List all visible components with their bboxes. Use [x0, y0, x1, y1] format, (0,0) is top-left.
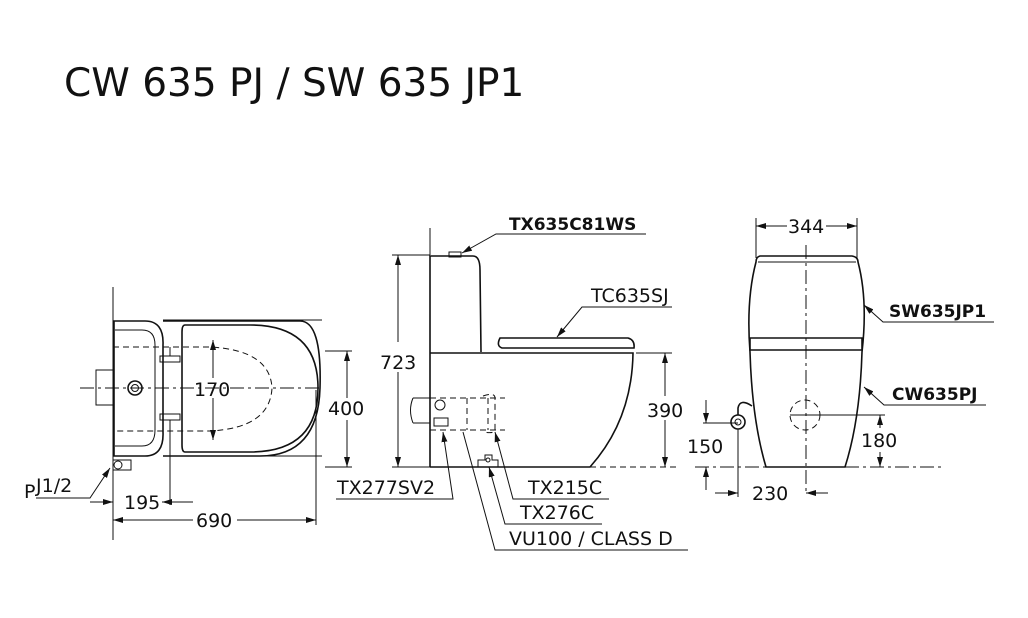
- label-tx635c81ws: TX635C81WS: [509, 215, 636, 235]
- dim-344: 344: [788, 216, 824, 238]
- bowl-outline: [163, 320, 321, 457]
- label-tx277sv2: TX277SV2: [336, 477, 435, 499]
- front-body: [748, 255, 866, 468]
- dim-400: 400: [328, 398, 364, 420]
- pipe-label: J1/2: [35, 475, 72, 497]
- seat-lid: [181, 324, 319, 453]
- front-view: 344 180 150 230 SW635JP1 CW635PJ: [687, 216, 994, 505]
- flush-button: [127, 380, 143, 396]
- dim-230: 230: [752, 483, 788, 505]
- label-tc635sj: TC635SJ: [590, 285, 669, 307]
- stop-valve: [112, 459, 132, 471]
- top-view: 400 170 P J1/2 195 690: [24, 287, 364, 540]
- dim-723: 723: [380, 352, 416, 374]
- label-cw635pj: CW635PJ: [892, 385, 978, 405]
- dim-150: 150: [687, 436, 723, 458]
- tank-side: [429, 255, 482, 467]
- drawing-title: CW 635 PJ / SW 635 JP1: [64, 61, 524, 106]
- front-seat: [749, 337, 863, 351]
- dim-170: 170: [194, 379, 230, 401]
- dim-690: 690: [196, 510, 232, 532]
- drain-pipe: [95, 369, 114, 406]
- tank-top: [113, 320, 164, 457]
- dim-390: 390: [647, 400, 683, 422]
- side-view: 723 390 TX635C81WS TC635SJ TX277SV2 TX21…: [336, 215, 688, 551]
- label-tx276c: TX276C: [519, 502, 594, 524]
- label-tx215c: TX215C: [527, 477, 602, 499]
- label-sw635jp1: SW635JP1: [889, 302, 986, 322]
- dim-180: 180: [861, 430, 897, 452]
- seat-side: [497, 337, 635, 349]
- flush-button-side: [448, 251, 462, 258]
- pipe-label-p: P: [24, 481, 35, 503]
- bowl-side: [430, 352, 634, 468]
- supply-valve: [730, 414, 746, 430]
- label-vu100-class-d: VU100 / CLASS D: [509, 528, 673, 550]
- dim-195: 195: [124, 492, 160, 514]
